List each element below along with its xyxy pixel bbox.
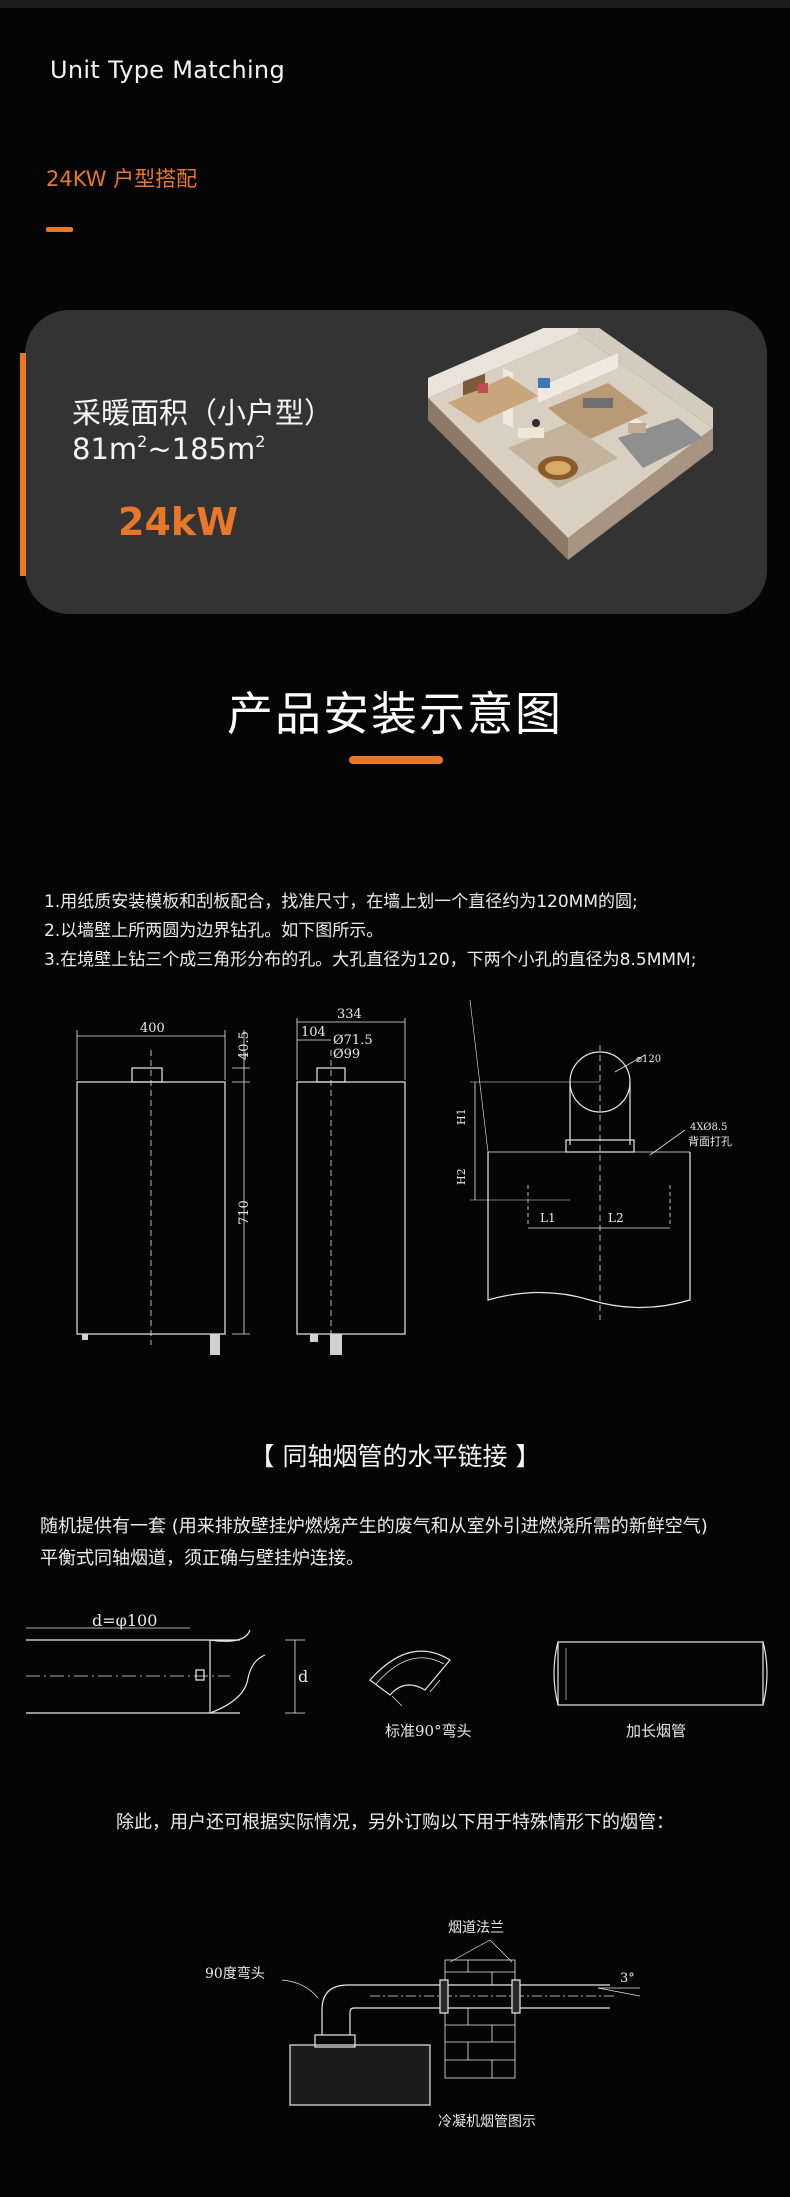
coaxial-description-line-2: 平衡式同轴烟道，须正确与壁挂炉连接。 xyxy=(40,1548,364,1569)
install-step-2: 2.以墙壁上所两圆为边界钻孔。如下图所示。 xyxy=(44,921,384,941)
small-holes-note: 背面打孔 xyxy=(688,1134,732,1148)
front-top-label: 40.5 xyxy=(237,1031,252,1060)
section-title-en: Unit Type Matching xyxy=(50,56,285,84)
hole-diameter-label: ⌀120 xyxy=(636,1054,661,1065)
front-height-label: 710 xyxy=(237,1200,252,1225)
coaxial-description-line-1: 随机提供有一套 (用来排放壁挂炉燃烧产生的废气和从室外引进燃烧所需的新鲜空气) xyxy=(40,1516,708,1537)
coaxial-section-title: 【 同轴烟管的水平链接 】 xyxy=(249,1442,541,1471)
heating-area-value: 81m2~185m2 xyxy=(72,432,266,466)
front-width-label: 400 xyxy=(140,1021,165,1036)
installation-dimension-drawing: 400 40.5 710 334 104 Ø71.5 Ø99 ⌀120 4XØ8… xyxy=(76,1000,732,1355)
unit-subtitle: 24KW 户型搭配 xyxy=(46,167,198,191)
small-holes-label: 4XØ8.5 xyxy=(690,1122,727,1133)
elbow-90-label: 90度弯头 xyxy=(205,1965,265,1982)
h2-label: H2 xyxy=(455,1168,468,1185)
l1-label: L1 xyxy=(540,1211,556,1225)
install-step-1: 1.用纸质安装模板和刮板配合，找准尺寸，在墙上划一个直径约为120MM的圆; xyxy=(44,892,638,912)
angle-label: 3° xyxy=(620,1971,635,1986)
h1-label: H1 xyxy=(455,1108,468,1125)
top-strip xyxy=(0,0,790,8)
elbow-label: 标准90°弯头 xyxy=(385,1722,472,1740)
outer-diameter-label: Ø71.5 xyxy=(333,1033,373,1048)
install-title-underline xyxy=(349,756,443,764)
power-rating: 24kW xyxy=(118,500,239,544)
install-step-3: 3.在境壁上钻三个成三角形分布的孔。大孔直径为120，下两个小孔的直径为8.5M… xyxy=(44,950,697,970)
inner-diameter-label: Ø99 xyxy=(333,1047,360,1062)
flue-caption: 冷凝机烟管图示 xyxy=(438,2114,536,2130)
special-pipes-note: 除此，用户还可根据实际情况，另外订购以下用于特殊情形下的烟管： xyxy=(116,1812,674,1833)
install-section-title: 产品安装示意图 xyxy=(227,687,563,741)
accent-underline xyxy=(46,227,73,232)
card-accent-bar xyxy=(20,353,26,576)
flange-label: 烟道法兰 xyxy=(448,1920,504,1936)
pipe-diameter-label: d=φ100 xyxy=(92,1611,157,1630)
pipe-d-label: d xyxy=(298,1667,308,1686)
side-depth-label: 334 xyxy=(337,1007,362,1022)
condensing-flue-drawing: 烟道法兰 90度弯头 3° 冷凝机烟管图示 xyxy=(205,1920,641,2130)
extension-label: 加长烟管 xyxy=(626,1722,686,1740)
heating-area-title: 采暖面积（小户型） xyxy=(72,396,334,430)
apartment-floorplan-image xyxy=(428,328,713,560)
coaxial-pipe-drawings: d=φ100 d 标准90°弯头 加长烟管 xyxy=(26,1611,768,1740)
l2-label: L2 xyxy=(608,1211,624,1225)
side-offset-label: 104 xyxy=(301,1025,326,1040)
